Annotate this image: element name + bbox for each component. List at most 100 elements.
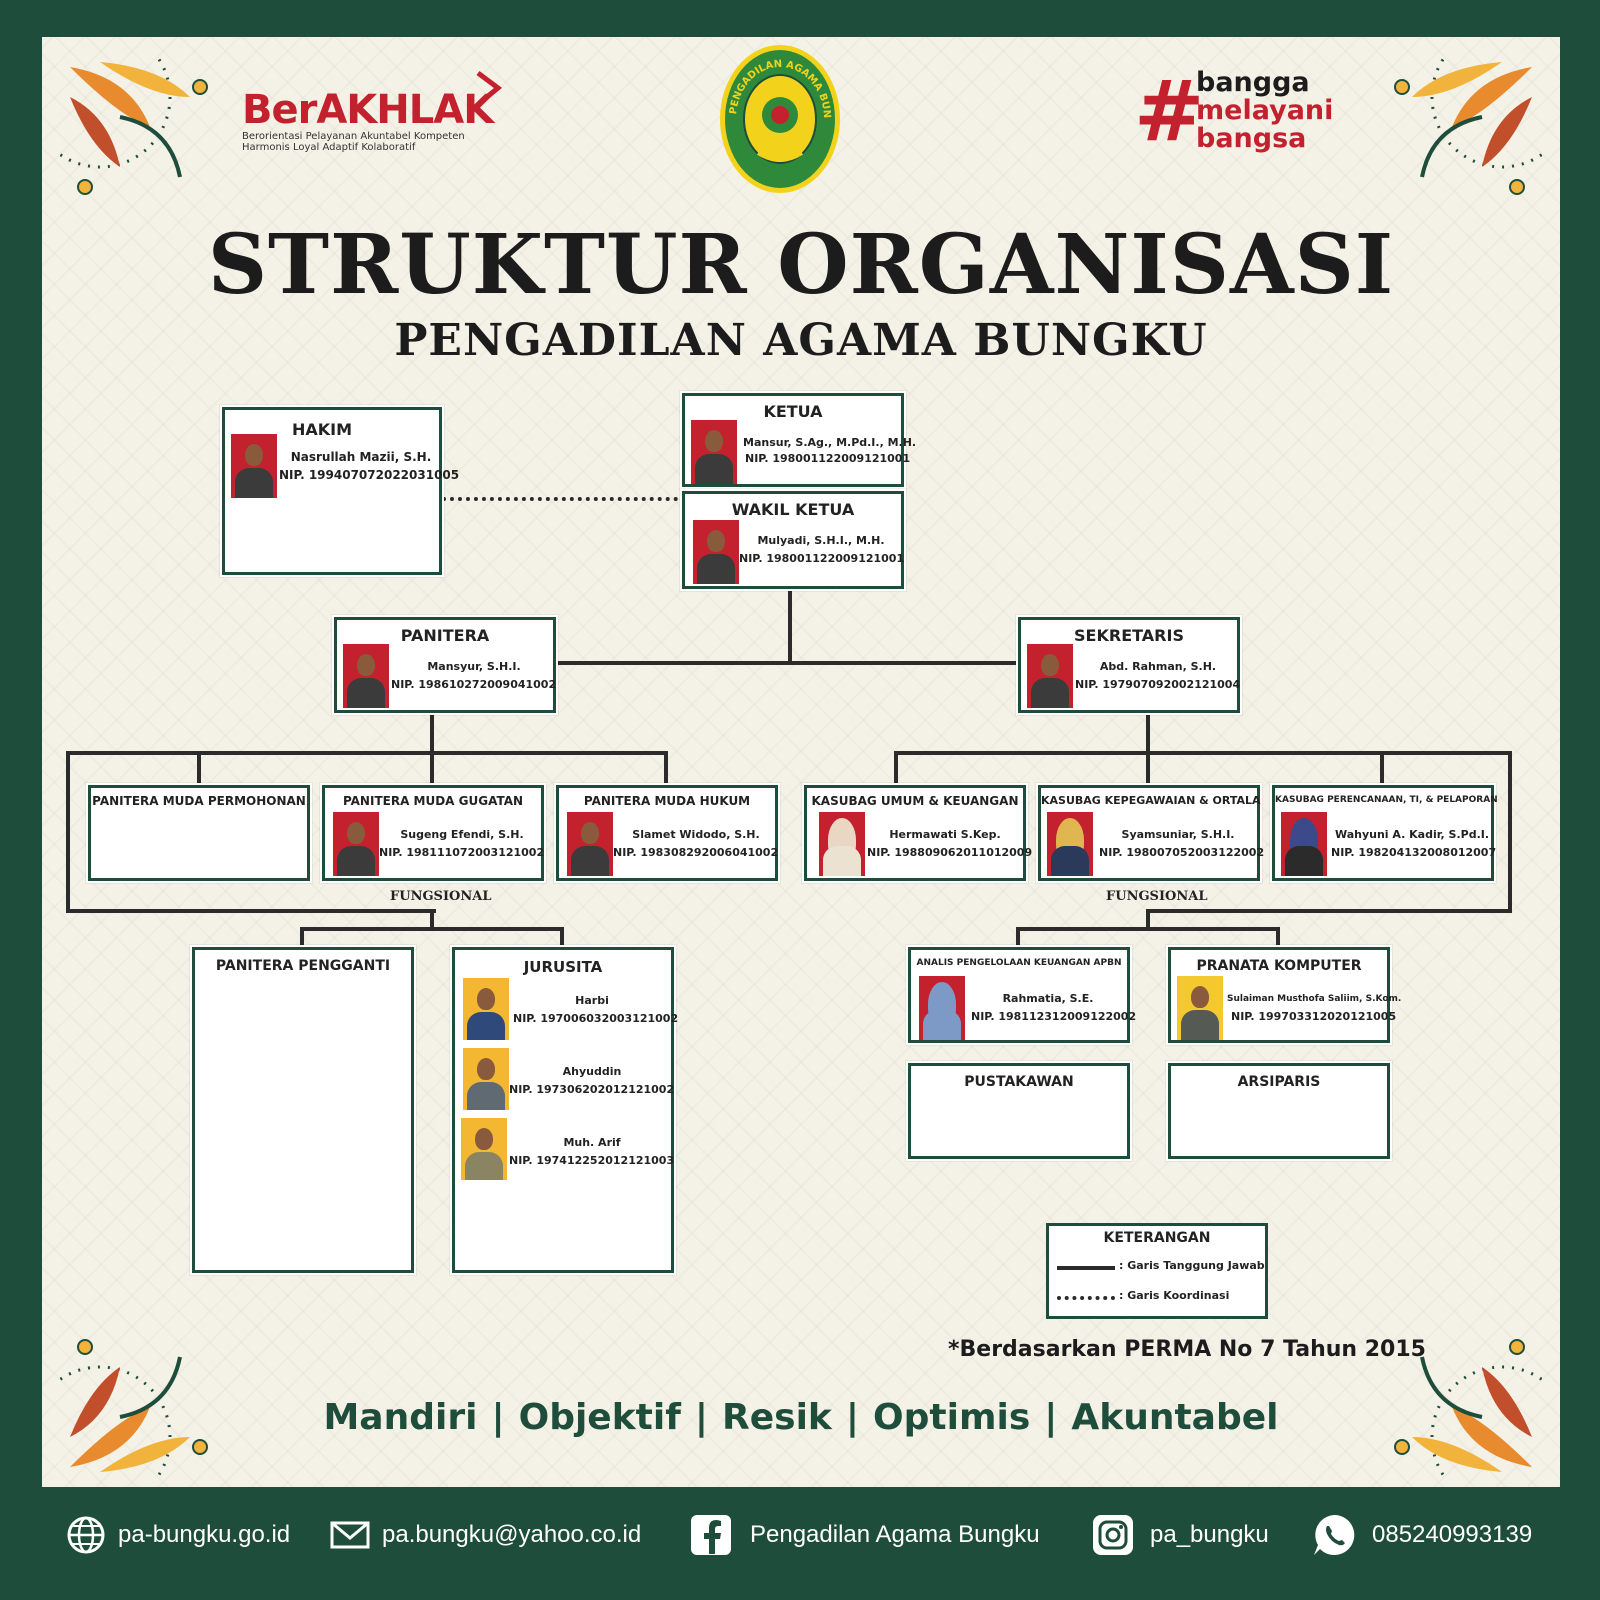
legend-solid-label: : Garis Tanggung Jawab [1119, 1259, 1265, 1272]
box-title-kasubag-umum: KASUBAG UMUM & KEUANGAN [811, 794, 1019, 808]
line-panitera-sekretaris [552, 661, 1020, 665]
box-pranata-komputer: PRANATA KOMPUTER Sulaiman Musthofa Salii… [1168, 947, 1402, 1043]
line-right-fungsional-drop-pk [1276, 927, 1280, 947]
footer-instagram[interactable]: pa_bungku [1092, 1513, 1269, 1557]
legend-title: KETERANGAN [1103, 1230, 1211, 1246]
person-name-sekretaris: Abd. Rahman, S.H. [1099, 660, 1217, 673]
line-left-fungsional-drop [430, 909, 434, 929]
line-left-fungsional [66, 909, 436, 913]
tagline-word-1: bangga [1196, 67, 1310, 98]
photo-kasubag-perencanaan [1281, 812, 1327, 876]
footer-email[interactable]: pa.bungku@yahoo.co.id [330, 1513, 641, 1557]
line-right-fungsional-drop-an [1016, 927, 1020, 947]
line-left-bus-side [66, 751, 70, 913]
line-left-bus-drop-1 [197, 751, 201, 785]
person-name-hakim: Nasrullah Mazii, S.H. [290, 450, 432, 464]
photo-ketua [691, 420, 737, 484]
instagram-icon [1093, 1515, 1133, 1555]
berakhlak-line1: Berorientasi Pelayanan Akuntabel Kompete… [242, 131, 465, 142]
box-title-hakim: HAKIM [291, 420, 353, 439]
person-nip-pm-hukum: NIP. 198308292006041002 [613, 846, 779, 859]
box-title-pm-permohonan: PANITERA MUDA PERMOHONAN [92, 794, 306, 808]
globe-icon [67, 1516, 105, 1554]
tagline-word-2: melayani [1196, 95, 1334, 126]
mail-icon [330, 1521, 370, 1549]
box-title-kasubag-perencanaan: KASUBAG PERENCANAAN, TI, & PELAPORAN [1275, 795, 1498, 805]
person-nip-jurusita-1: NIP. 197006032003121002 [513, 1012, 679, 1025]
box-title-panitera: PANITERA [400, 626, 490, 645]
footer-instagram-text: pa_bungku [1150, 1521, 1269, 1548]
box-panitera-muda-hukum: PANITERA MUDA HUKUM Slamet Widodo, S.H. … [556, 785, 778, 881]
person-name-kasubag-umum: Hermawati S.Kep. [889, 828, 1001, 841]
footer-facebook-text: Pengadilan Agama Bungku [750, 1521, 1040, 1548]
tagline-word-3: bangsa [1196, 123, 1307, 154]
legend-box: KETERANGAN : Garis Tanggung Jawab : Gari… [1046, 1223, 1268, 1319]
footer-whatsapp-text: 085240993139 [1372, 1521, 1533, 1548]
photo-sekretaris [1027, 644, 1073, 708]
value-5: Akuntabel [1071, 1397, 1279, 1438]
box-title-panitera-pengganti: PANITERA PENGGANTI [215, 958, 391, 974]
value-4: Optimis [873, 1397, 1031, 1438]
photo-jurusita-3 [461, 1118, 507, 1180]
person-nip-kasubag-perencanaan: NIP. 198204132008012007 [1331, 846, 1497, 859]
box-wakil-ketua: WAKIL KETUA Mulyadi, S.H.I., M.H. NIP. 1… [682, 491, 904, 589]
court-emblem-logo: PENGADILAN AGAMA BUNGKU [718, 43, 840, 193]
box-panitera: PANITERA Mansyur, S.H.I. NIP. 1986102720… [334, 617, 556, 713]
line-left-bus [66, 751, 668, 755]
box-title-analis: ANALIS PENGELOLAAN KEUANGAN APBN [916, 958, 1122, 968]
photo-analis [919, 976, 965, 1040]
photo-pranata [1177, 976, 1223, 1040]
berakhlak-wordmark: BerAKHLAK [242, 87, 494, 133]
line-right-bus-drop-1 [894, 751, 898, 785]
photo-kasubag-umum [819, 812, 865, 876]
person-nip-pranata: NIP. 199703312020121005 [1231, 1010, 1397, 1023]
value-3: Resik [722, 1397, 832, 1438]
line-right-bus [894, 751, 1512, 755]
line-wakil-down [788, 589, 792, 665]
box-sekretaris: SEKRETARIS Abd. Rahman, S.H. NIP. 197907… [1018, 617, 1240, 713]
person-name-pm-gugatan: Sugeng Efendi, S.H. [400, 828, 524, 841]
footer-website[interactable]: pa-bungku.go.id [66, 1513, 290, 1557]
footer-whatsapp[interactable]: 085240993139 [1312, 1513, 1532, 1557]
photo-jurusita-2 [463, 1048, 509, 1110]
photo-jurusita-1 [463, 978, 509, 1040]
footer-email-text: pa.bungku@yahoo.co.id [382, 1521, 642, 1548]
box-title-pm-gugatan: PANITERA MUDA GUGATAN [342, 794, 524, 808]
perma-note: *Berdasarkan PERMA No 7 Tahun 2015 [948, 1337, 1426, 1362]
line-sekretaris-down [1146, 713, 1150, 753]
photo-panitera [343, 644, 389, 708]
person-nip-wakil-ketua: NIP. 198001122009121001 [739, 552, 905, 565]
box-title-sekretaris: SEKRETARIS [1074, 626, 1184, 645]
person-name-pranata: Sulaiman Musthofa Saliim, S.Kom. [1227, 994, 1402, 1004]
poster-canvas: BerAKHLAK Berorientasi Pelayanan Akuntab… [42, 37, 1560, 1487]
footer-facebook[interactable]: Pengadilan Agama Bungku [690, 1513, 1040, 1557]
line-right-bus-side [1508, 751, 1512, 913]
box-panitera-muda-gugatan: PANITERA MUDA GUGATAN Sugeng Efendi, S.H… [322, 785, 544, 881]
person-nip-jurusita-2: NIP. 197306202012121002 [509, 1083, 675, 1096]
bangga-melayani-bangsa-logo: # bangga melayani bangsa [1134, 65, 1344, 175]
box-title-pustakawan: PUSTAKAWAN [964, 1074, 1074, 1090]
core-values: Mandiri|Objektif|Resik|Optimis|Akuntabel [323, 1397, 1279, 1438]
person-nip-sekretaris: NIP. 197907092002121004 [1075, 678, 1241, 691]
person-nip-pm-gugatan: NIP. 198111072003121002 [379, 846, 545, 859]
box-title-ketua: KETUA [763, 402, 823, 421]
berakhlak-logo: BerAKHLAK Berorientasi Pelayanan Akuntab… [242, 71, 503, 153]
box-analis-pengelolaan-keuangan: ANALIS PENGELOLAAN KEUANGAN APBN Rahmati… [908, 947, 1136, 1043]
photo-kasubag-kepeg [1047, 812, 1093, 876]
box-panitera-pengganti: PANITERA PENGGANTI [192, 947, 414, 1273]
fungsional-label-left: FUNGSIONAL [390, 889, 492, 904]
person-nip-kasubag-umum: NIP. 198809062011012009 [867, 846, 1033, 859]
box-jurusita: JURUSITA Harbi NIP. 197006032003121002 A… [452, 947, 678, 1273]
person-nip-kasubag-kepeg: NIP. 198007052003122002 [1099, 846, 1265, 859]
photo-pm-gugatan [333, 812, 379, 876]
person-name-wakil-ketua: Mulyadi, S.H.I., M.H. [757, 534, 885, 547]
line-right-bus-drop-2 [1146, 751, 1150, 785]
corner-ornament-top-right [1394, 57, 1542, 195]
photo-wakil-ketua [693, 520, 739, 584]
box-arsiparis: ARSIPARIS [1168, 1063, 1390, 1159]
corner-ornament-bottom-right [1394, 1339, 1542, 1477]
line-left-fungsional-bus [300, 927, 564, 931]
box-pustakawan: PUSTAKAWAN [908, 1063, 1130, 1159]
fungsional-label-right: FUNGSIONAL [1106, 889, 1208, 904]
line-right-fungsional-bus [1016, 927, 1280, 931]
